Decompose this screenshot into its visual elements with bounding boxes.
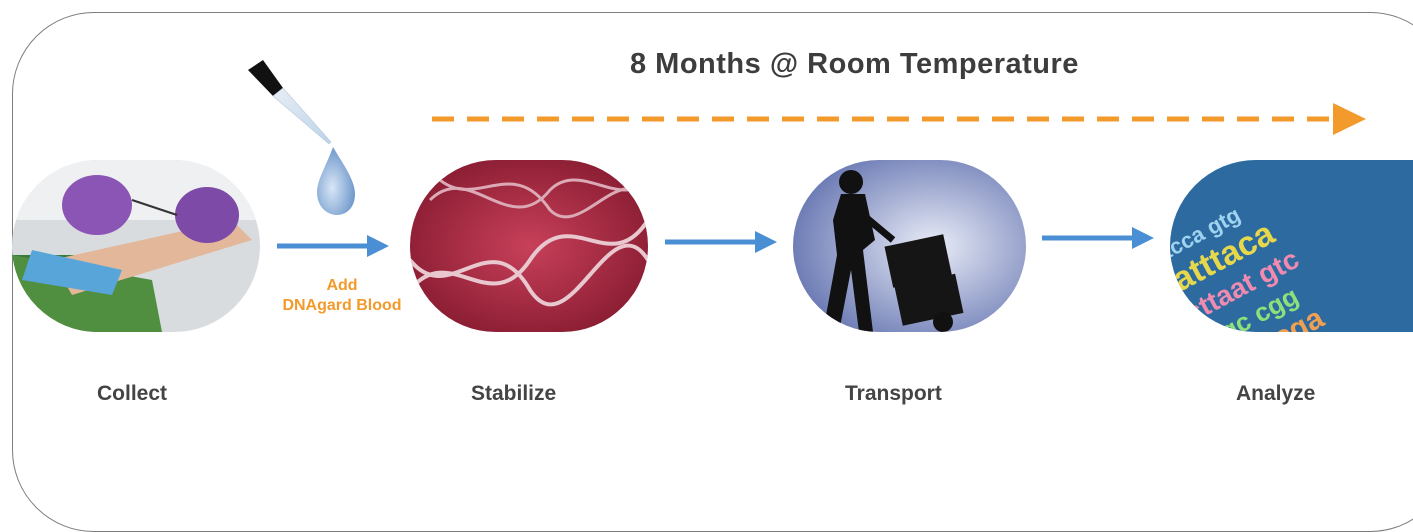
- add-dnagard-label: Add DNAgard Blood: [262, 276, 422, 316]
- pipette-drop-icon: [248, 60, 355, 215]
- transport-image: [793, 160, 1026, 332]
- stabilize-image: [410, 160, 648, 332]
- flow-arrow-2: [665, 231, 777, 253]
- timeline-dashed-arrow: [432, 103, 1366, 135]
- stage-label-collect: Collect: [97, 382, 168, 405]
- headline: 8 Months @ Room Temperature: [630, 48, 1079, 80]
- flow-arrow-3: [1042, 227, 1154, 249]
- flow-arrow-1: [277, 235, 389, 257]
- collect-image: [12, 160, 260, 332]
- add-label-line-1: Add: [326, 277, 358, 294]
- stage-label-transport: Transport: [845, 382, 942, 405]
- stage-label-analyze: Analyze: [1236, 382, 1316, 405]
- stage-label-stabilize: Stabilize: [471, 382, 557, 405]
- add-label-line-2: DNAgard Blood: [282, 297, 402, 314]
- analyze-image: gctcca gtg tatttaca gtcttaat gtc gccagc …: [1170, 160, 1413, 332]
